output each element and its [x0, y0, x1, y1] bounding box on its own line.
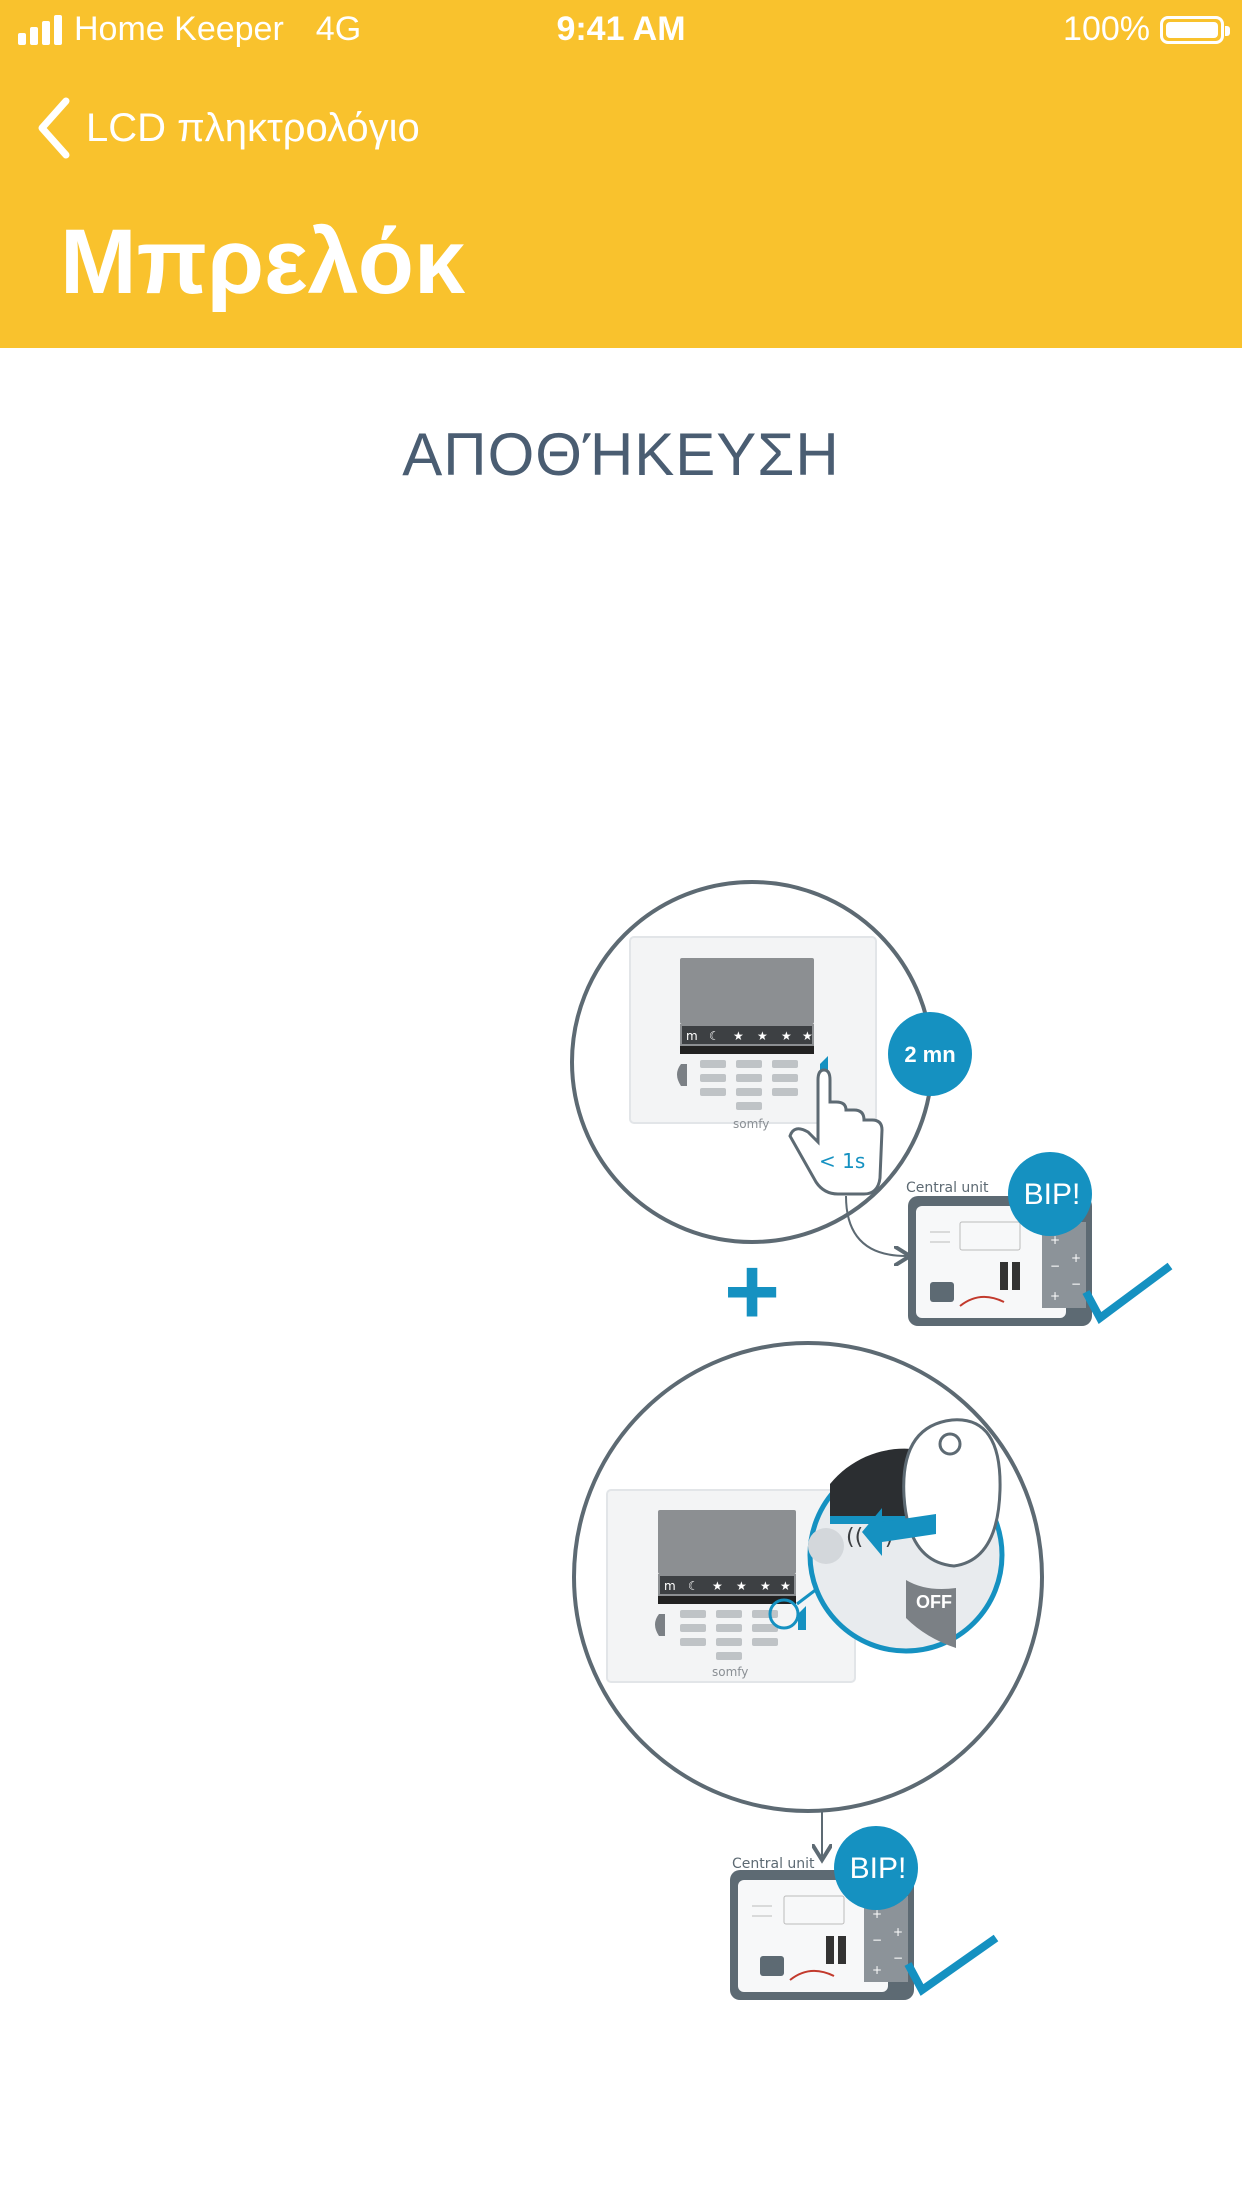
central-unit-label-2: Central unit	[732, 1856, 815, 1872]
battery-percent: 100%	[1063, 10, 1150, 48]
svg-text:★: ★	[757, 1029, 768, 1043]
beep-badge	[1008, 1152, 1092, 1236]
svg-text:★: ★	[712, 1579, 723, 1593]
step1-group: m ☾ ★ ★ ★ ★ somfy < 1s 2 mn	[570, 880, 1173, 1326]
press-duration-label: < 1s	[819, 1149, 865, 1173]
svg-text:m: m	[686, 1029, 698, 1043]
svg-text:☾: ☾	[688, 1579, 699, 1593]
off-label: OFF	[916, 1592, 952, 1612]
chevron-left-icon	[38, 97, 70, 159]
brand-text: somfy	[712, 1665, 748, 1679]
svg-text:☾: ☾	[709, 1029, 720, 1043]
timer-badge-label: 2 mn	[904, 1042, 955, 1067]
check-icon-2	[904, 1934, 999, 1996]
status-bar: Home Keeper 4G 9:41 AM 100%	[0, 0, 1242, 62]
svg-text:+: +	[872, 1963, 882, 1977]
keypad-icon-2: m ☾ ★ ★ ★ ★ somfy	[606, 1489, 856, 1683]
check-icon	[1082, 1262, 1173, 1324]
svg-text:+: +	[872, 1907, 882, 1921]
svg-text:★: ★	[736, 1579, 747, 1593]
svg-text:somfy: somfy	[733, 1117, 769, 1131]
beep-badge-label: BIP!	[1024, 1178, 1081, 1211]
network-type: 4G	[315, 10, 362, 48]
svg-text:−: −	[872, 1933, 882, 1947]
back-button-label: LCD πληκτρολόγιο	[86, 105, 420, 150]
central-unit-label: Central unit	[906, 1180, 989, 1196]
section-title: ΑΠΟΘΉΚΕΥΣΗ	[402, 421, 840, 488]
battery-icon	[1160, 15, 1230, 44]
back-button[interactable]: LCD πληκτρολόγιο	[36, 96, 420, 160]
timer-badge	[888, 1012, 972, 1096]
svg-text:m: m	[664, 1579, 676, 1593]
insert-arrow-icon	[862, 1508, 936, 1556]
beep-badge-2	[834, 1826, 918, 1910]
svg-text:−: −	[1071, 1277, 1081, 1291]
plus-sign: +	[724, 1238, 780, 1345]
svg-text:+: +	[1050, 1289, 1060, 1303]
signal-strength-icon	[18, 14, 62, 45]
status-bar-left: Home Keeper 4G	[18, 10, 361, 49]
keypad-icon: m ☾ ★ ★ ★ ★ somfy	[629, 936, 877, 1131]
page-title: Μπρελόκ	[60, 211, 466, 313]
step1-arrow	[845, 1195, 906, 1256]
svg-text:+: +	[1050, 1233, 1060, 1247]
svg-text:−: −	[1050, 1259, 1060, 1273]
key-fob-icon	[902, 1418, 1002, 1568]
app-header: Home Keeper 4G 9:41 AM 100% LCD πληκτρολ…	[0, 0, 1242, 348]
carrier-name: Home Keeper	[74, 10, 284, 48]
svg-text:★: ★	[760, 1579, 771, 1593]
beep-badge-label-2: BIP!	[850, 1852, 907, 1885]
svg-text:−: −	[893, 1951, 903, 1965]
svg-text:★: ★	[780, 1579, 791, 1593]
svg-text:+: +	[1071, 1251, 1081, 1265]
pressing-hand-icon	[788, 1068, 884, 1196]
svg-text:+: +	[893, 1925, 903, 1939]
svg-text:★: ★	[733, 1029, 744, 1043]
svg-text:★: ★	[802, 1029, 813, 1043]
step2-group: m☾★ ★★★ somfy ((•)) OFF	[572, 1341, 1044, 2000]
status-time: 9:41 AM	[556, 10, 686, 48]
svg-text:★: ★	[781, 1029, 792, 1043]
status-bar-right: 100%	[1063, 10, 1230, 49]
